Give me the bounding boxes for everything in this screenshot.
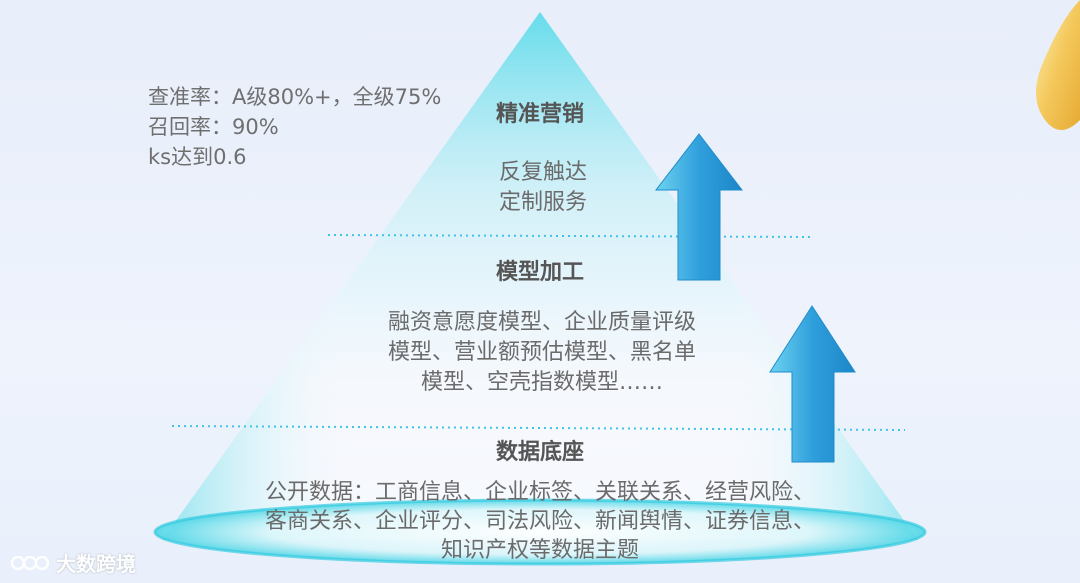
bottom-layer-title: 数据底座	[496, 438, 584, 468]
middle-layer-line: 模型、空壳指数模型……	[388, 368, 696, 398]
metrics-block: 查准率：A级80%+，全级75% 召回率：90% ks达到0.6	[148, 82, 441, 172]
gold-decoration	[1036, 0, 1080, 130]
top-layer-line: 定制服务	[499, 188, 587, 218]
bottom-layer-body: 公开数据：工商信息、企业标签、关联关系、经营风险、 客商关系、企业评分、司法风险…	[265, 478, 815, 565]
middle-layer-title: 模型加工	[496, 258, 584, 288]
precision-metric: 查准率：A级80%+，全级75%	[148, 82, 441, 112]
top-layer-title: 精准营销	[496, 100, 584, 130]
watermark-text: 大数跨境	[56, 548, 136, 577]
bottom-layer-line: 客商关系、企业评分、司法风险、新闻舆情、证券信息、	[265, 507, 815, 536]
bottom-layer-line: 公开数据：工商信息、企业标签、关联关系、经营风险、	[265, 478, 815, 507]
bottom-layer-line: 知识产权等数据主题	[265, 536, 815, 565]
middle-layer-body: 融资意愿度模型、企业质量评级 模型、营业额预估模型、黑名单 模型、空壳指数模型……	[388, 308, 696, 398]
recall-metric: 召回率：90%	[148, 112, 441, 142]
ks-metric: ks达到0.6	[148, 142, 441, 172]
top-layer-line: 反复触达	[499, 158, 587, 188]
middle-layer-line: 模型、营业额预估模型、黑名单	[388, 338, 696, 368]
middle-layer-line: 融资意愿度模型、企业质量评级	[388, 308, 696, 338]
watermark: 大数跨境	[10, 548, 136, 577]
logo-icon	[10, 551, 50, 575]
top-layer-body: 反复触达 定制服务	[499, 158, 587, 218]
